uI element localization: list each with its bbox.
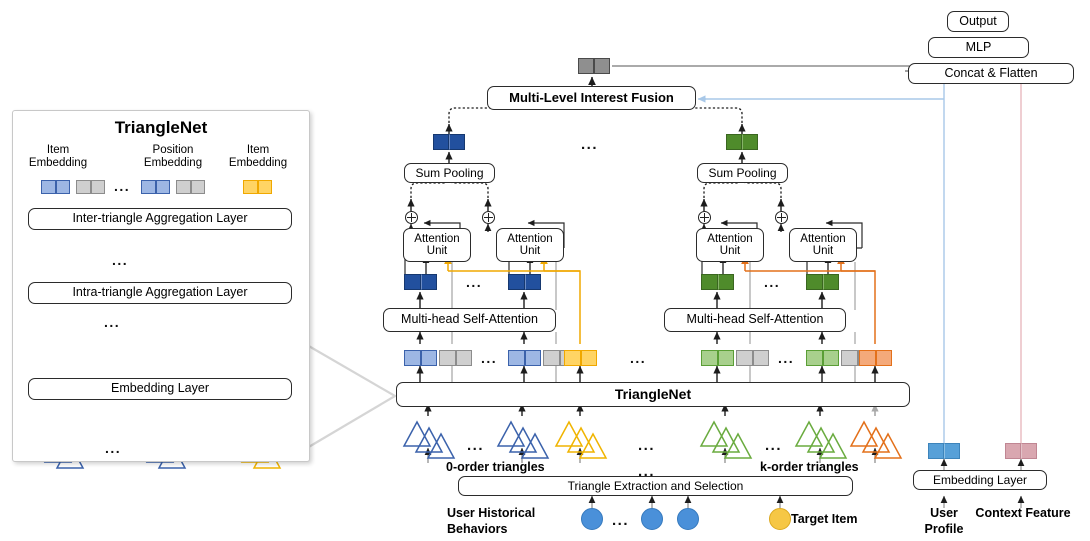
context-feature-label: Context Feature	[975, 506, 1071, 520]
attention-unit-r1-line2: Unit	[719, 245, 741, 257]
inset-position-embedding-block-1	[76, 180, 105, 194]
behavior-ellipsis: ...	[612, 512, 630, 529]
user-profile-line2: Profile	[924, 521, 964, 536]
user-profile-label: User Profile	[912, 506, 976, 537]
attention-input-block-l1	[404, 274, 437, 290]
user-profile-embedding-vector	[928, 443, 960, 459]
inset-ellipsis-embeddings: ...	[114, 178, 131, 194]
attention-input-block-l2	[508, 274, 541, 290]
attention-input-ellipsis-right: ...	[764, 274, 781, 290]
inset-ellipsis-triangles: ...	[105, 440, 122, 456]
inset-col-label-position-embedding: Position Embedding	[143, 144, 203, 169]
target-item-label: Target Item	[791, 512, 858, 526]
attention-unit-r1[interactable]: Attention Unit	[696, 228, 764, 262]
attention-unit-l1-line1: Attention	[414, 232, 460, 245]
trianglenet-box[interactable]: TriangleNet	[396, 382, 910, 407]
embedding-ellipsis-l: ...	[481, 350, 498, 366]
attention-unit-l2-line1: Attention	[507, 232, 553, 245]
concat-and-flatten-box[interactable]: Concat & Flatten	[908, 63, 1074, 84]
inset-col-label-item-embedding-2: Item Embedding	[228, 144, 288, 169]
triangle-ellipsis-mid: ...	[638, 437, 656, 454]
behaviors-line2: Behaviors	[447, 521, 508, 536]
triangle-ellipsis-left: ...	[467, 437, 485, 454]
item-embedding-r1	[701, 350, 734, 366]
multi-head-self-attention-left[interactable]: Multi-head Self-Attention	[383, 308, 556, 332]
sum-pooling-right[interactable]: Sum Pooling	[697, 163, 788, 183]
sum-pooling-left[interactable]: Sum Pooling	[404, 163, 495, 183]
attention-unit-r2[interactable]: Attention Unit	[789, 228, 857, 262]
fused-interest-vector	[578, 58, 610, 74]
pooled-vectors-ellipsis: ...	[581, 136, 599, 153]
position-embedding-r1	[736, 350, 769, 366]
inset-title: TriangleNet	[114, 118, 208, 137]
inset-intra-triangle-aggregation-layer[interactable]: Intra-triangle Aggregation Layer	[28, 282, 292, 304]
behavior-node-2	[641, 508, 663, 530]
order-k-triangles-label: k-order triangles	[760, 460, 859, 474]
user-profile-line1: User	[930, 506, 958, 520]
sum-operator-l1	[405, 211, 418, 224]
behaviors-line1: User Historical	[447, 506, 536, 520]
attention-unit-r1-line1: Attention	[707, 232, 753, 245]
behavior-node-3	[677, 508, 699, 530]
triangle-extraction-and-selection-box[interactable]: Triangle Extraction and Selection	[458, 476, 853, 496]
target-item-embedding-right	[859, 350, 892, 366]
pooled-vector-right	[726, 134, 758, 150]
inset-target-item-embedding-block	[243, 180, 272, 194]
attention-unit-l1-line2: Unit	[426, 245, 448, 257]
inset-embedding-layer[interactable]: Embedding Layer	[28, 378, 292, 400]
output-box[interactable]: Output	[947, 11, 1009, 32]
mlp-box[interactable]: MLP	[928, 37, 1029, 58]
attention-unit-l2[interactable]: Attention Unit	[496, 228, 564, 262]
item-embedding-l2	[508, 350, 541, 366]
sum-operator-r2	[775, 211, 788, 224]
attention-unit-r2-line2: Unit	[812, 245, 834, 257]
sum-operator-r1	[698, 211, 711, 224]
branch-ellipsis-middle: ...	[630, 350, 647, 366]
position-embedding-l1	[439, 350, 472, 366]
inset-position-embedding-block-2	[176, 180, 205, 194]
embedding-ellipsis-r: ...	[778, 350, 795, 366]
triangle-ellipsis-right: ...	[765, 437, 783, 454]
attention-input-block-r2	[806, 274, 839, 290]
item-embedding-r2	[806, 350, 839, 366]
attention-unit-l2-line2: Unit	[519, 245, 541, 257]
inset-inter-triangle-aggregation-layer[interactable]: Inter-triangle Aggregation Layer	[28, 208, 292, 230]
attention-input-ellipsis-left: ...	[466, 274, 483, 290]
sum-operator-l2	[482, 211, 495, 224]
attention-unit-r2-line1: Attention	[800, 232, 846, 245]
inset-item-embedding-block-1	[41, 180, 70, 194]
inset-item-embedding-block-2	[141, 180, 170, 194]
order-0-triangles-label: 0-order triangles	[446, 460, 545, 474]
context-feature-embedding-vector	[1005, 443, 1037, 459]
right-embedding-layer-box[interactable]: Embedding Layer	[913, 470, 1047, 490]
triangle-ellipsis-mid2: ...	[638, 463, 656, 480]
attention-input-block-r1	[701, 274, 734, 290]
multi-level-interest-fusion-box[interactable]: Multi-Level Interest Fusion	[487, 86, 696, 110]
pooled-vector-left	[433, 134, 465, 150]
inset-ellipsis-squares: ...	[112, 252, 129, 268]
behavior-node-1	[581, 508, 603, 530]
item-embedding-l1	[404, 350, 437, 366]
target-item-node	[769, 508, 791, 530]
multi-head-self-attention-right[interactable]: Multi-head Self-Attention	[664, 308, 846, 332]
target-item-embedding-left	[564, 350, 597, 366]
attention-unit-l1[interactable]: Attention Unit	[403, 228, 471, 262]
inset-ellipsis-graphs: ...	[104, 314, 121, 330]
user-historical-behaviors-label: User Historical Behaviors	[447, 506, 535, 537]
inset-col-label-item-embedding-1: Item Embedding	[28, 144, 88, 169]
